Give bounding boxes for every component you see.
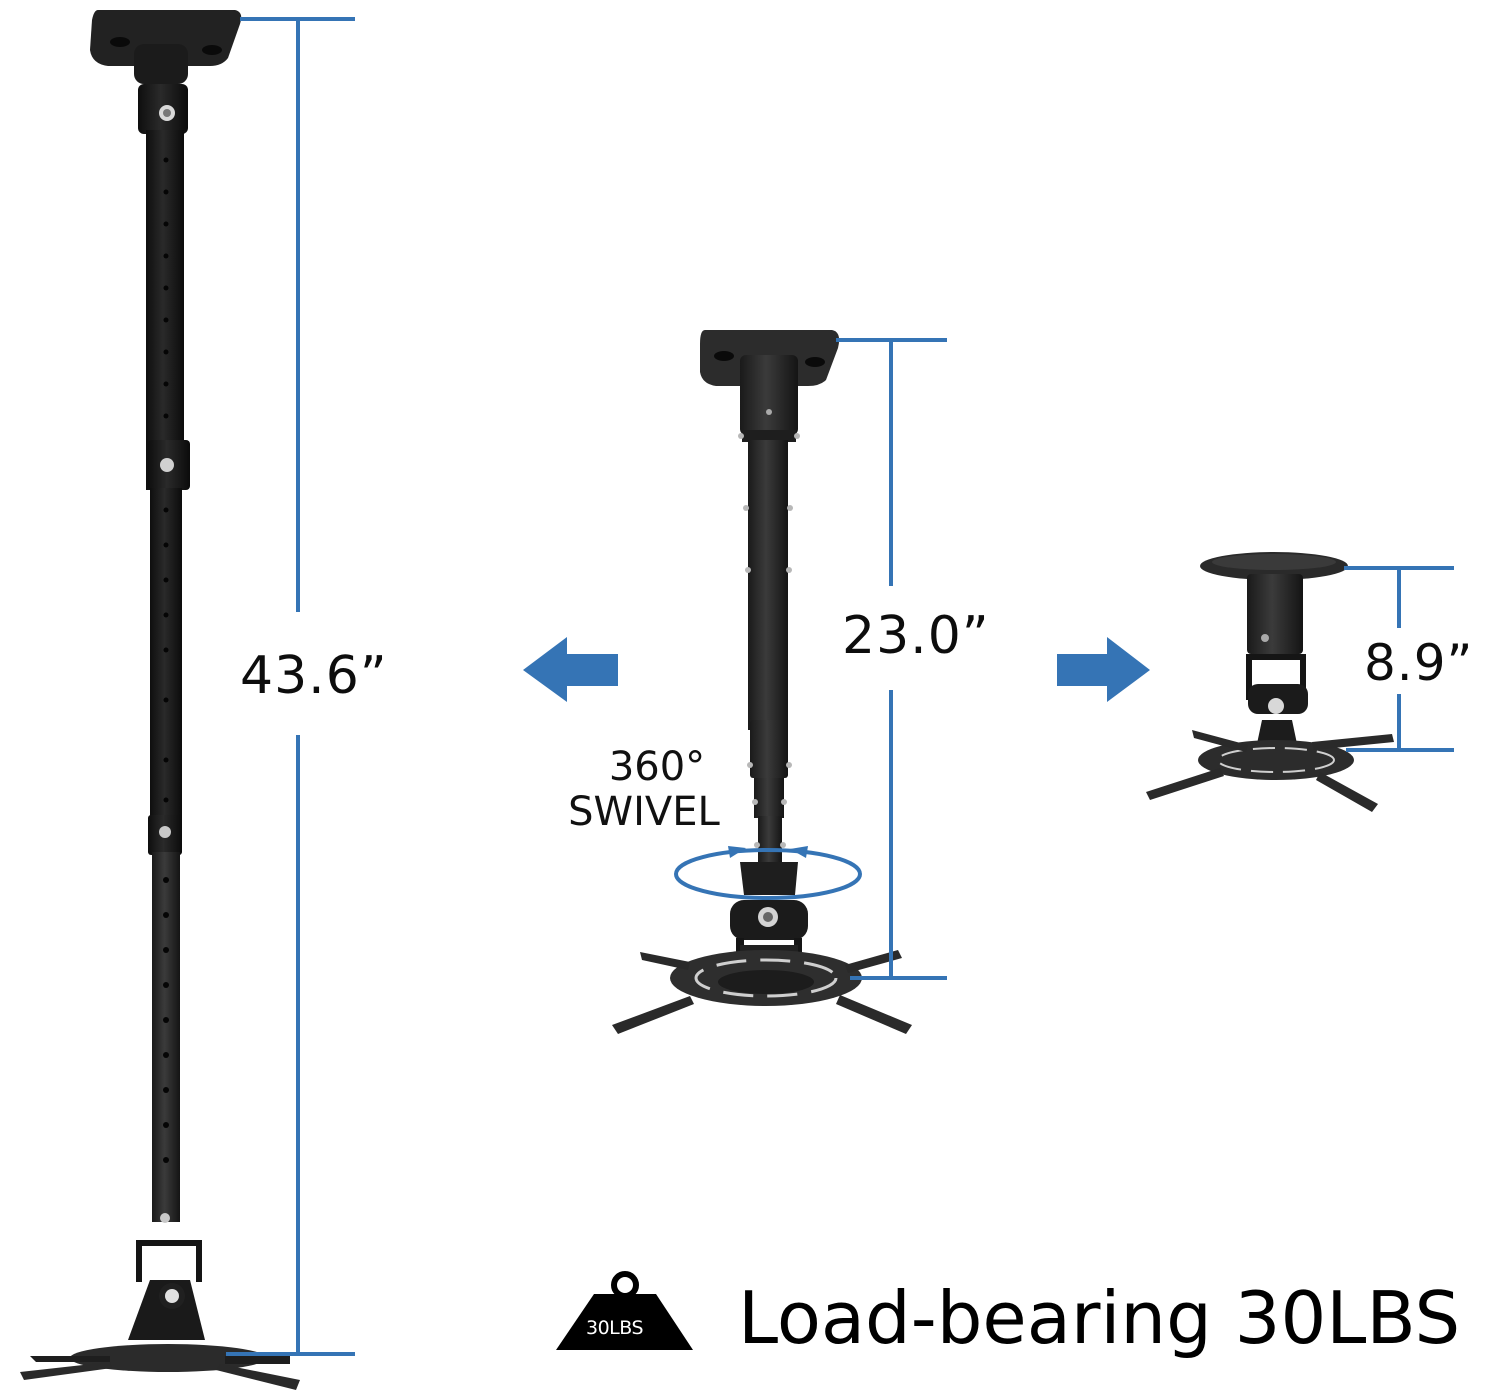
arrow-left-icon — [523, 637, 618, 702]
dimension-line-max — [226, 17, 355, 1356]
dimension-line-mid — [836, 338, 947, 980]
mount-max-extension — [20, 10, 300, 1390]
mid-height-label: 23.0” — [842, 606, 990, 666]
swivel-label: 360° SWIVEL — [554, 745, 734, 835]
load-bearing-label: Load-bearing 30LBS — [738, 1276, 1461, 1360]
swivel-rotation-indicator — [674, 846, 862, 900]
dimension-line-min — [1344, 566, 1454, 752]
weight-icon — [556, 1271, 693, 1350]
arrow-right-icon — [1057, 637, 1150, 702]
min-height-label: 8.9” — [1364, 634, 1474, 692]
weight-badge-text: 30LBS — [586, 1317, 644, 1339]
swivel-degrees: 360° — [608, 744, 706, 790]
mount-min-extension — [1146, 552, 1394, 812]
max-height-label: 43.6” — [240, 646, 388, 706]
mount-mid-extension — [612, 330, 912, 1034]
swivel-word: SWIVEL — [568, 788, 720, 835]
